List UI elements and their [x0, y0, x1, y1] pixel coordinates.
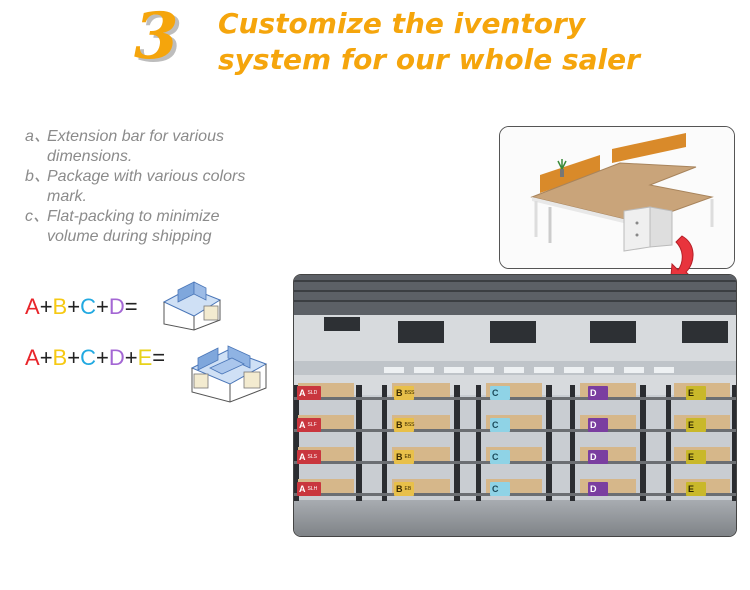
- shelf-label-d: D: [588, 418, 608, 432]
- shelf-letter: A: [299, 420, 306, 430]
- formula-token: =: [124, 294, 138, 319]
- formula-token: C: [80, 345, 96, 370]
- shelf-letter: E: [688, 484, 695, 494]
- shelf-code: SLS: [307, 454, 317, 460]
- shelf-label-e: E: [686, 450, 706, 464]
- shelf-letter: B: [396, 452, 403, 462]
- shelf-label-d: D: [588, 386, 608, 400]
- formula-token: A: [25, 345, 40, 370]
- shelf-label-e: E: [686, 418, 706, 432]
- shelf-letter: A: [299, 452, 306, 462]
- shelf-letter: C: [492, 388, 499, 398]
- feature-list: a、 Extension bar for various dimensions.…: [25, 127, 295, 247]
- feature-letter: c、: [25, 208, 50, 225]
- formula-token: E: [137, 345, 153, 370]
- shelf-letter: D: [590, 452, 597, 462]
- shelf-code: SLH: [307, 486, 318, 492]
- step-number: 3: [134, 0, 179, 74]
- formula-token: B: [52, 345, 68, 370]
- feature-item: a、 Extension bar for various dimensions.: [25, 127, 295, 167]
- formula-token: +: [39, 294, 53, 319]
- shelf-label-c: C: [490, 450, 510, 464]
- warehouse-scene: [294, 275, 736, 536]
- shelf-letter: C: [492, 420, 499, 430]
- feature-text: Extension bar for various dimensions.: [47, 128, 224, 165]
- shelf-label-e: E: [686, 386, 706, 400]
- formula-four-seat: A+B+C+D+E=: [25, 345, 165, 371]
- feature-text: Package with various colors mark.: [47, 168, 246, 205]
- shelf-code: SLD: [307, 390, 318, 396]
- feature-letter: a、: [25, 128, 50, 145]
- formula-token: +: [124, 345, 138, 370]
- headline: Customize the iventory system for our wh…: [218, 6, 738, 78]
- shelf-code: BSS: [404, 390, 415, 396]
- formula-token: D: [108, 294, 125, 319]
- shelf-code: SLF: [307, 422, 317, 428]
- shelf-letter: C: [492, 484, 499, 494]
- shelf-label-c: C: [490, 482, 510, 496]
- formula-token: C: [80, 294, 96, 319]
- formula-token: +: [39, 345, 53, 370]
- headline-line-2: system for our whole saler: [218, 43, 640, 76]
- formula-two-seat: A+B+C+D=: [25, 294, 138, 320]
- shelf-letter: D: [590, 484, 597, 494]
- formula-token: A: [25, 294, 40, 319]
- feature-text: Flat-packing to minimize volume during s…: [47, 208, 220, 245]
- formula-token: D: [108, 345, 125, 370]
- shelf-code: EB: [404, 454, 412, 460]
- four-seat-desk-illustration: [190, 345, 268, 403]
- formula-token: +: [67, 345, 81, 370]
- shelf-letter: B: [396, 484, 403, 494]
- shelf-letter: E: [688, 452, 695, 462]
- shelf-letter: B: [396, 420, 403, 430]
- shelf-label-c: C: [490, 418, 510, 432]
- two-seat-desk-illustration: [162, 281, 222, 331]
- shelf-letter: C: [492, 452, 499, 462]
- shelf-label-d: D: [588, 482, 608, 496]
- desk-product-photo: [499, 126, 735, 269]
- formula-token: +: [95, 294, 109, 319]
- shelf-label-c: C: [490, 386, 510, 400]
- shelf-code: EB: [404, 486, 412, 492]
- shelf-letter: E: [688, 420, 695, 430]
- formula-token: +: [67, 294, 81, 319]
- shelf-letter: B: [396, 388, 403, 398]
- shelf-letter: D: [590, 388, 597, 398]
- feature-item: c、 Flat-packing to minimize volume durin…: [25, 207, 295, 247]
- shelf-label-e: E: [686, 482, 706, 496]
- formula-token: B: [52, 294, 68, 319]
- headline-line-1: Customize the iventory: [218, 7, 586, 40]
- formula-token: =: [152, 345, 166, 370]
- shelf-letter: A: [299, 388, 306, 398]
- shelf-letter: D: [590, 420, 597, 430]
- feature-letter: b、: [25, 168, 50, 185]
- shelf-letter: E: [688, 388, 695, 398]
- feature-item: b、 Package with various colors mark.: [25, 167, 295, 207]
- formula-token: +: [95, 345, 109, 370]
- shelf-letter: A: [299, 484, 306, 494]
- shelf-code: BSS: [404, 422, 415, 428]
- shelf-label-d: D: [588, 450, 608, 464]
